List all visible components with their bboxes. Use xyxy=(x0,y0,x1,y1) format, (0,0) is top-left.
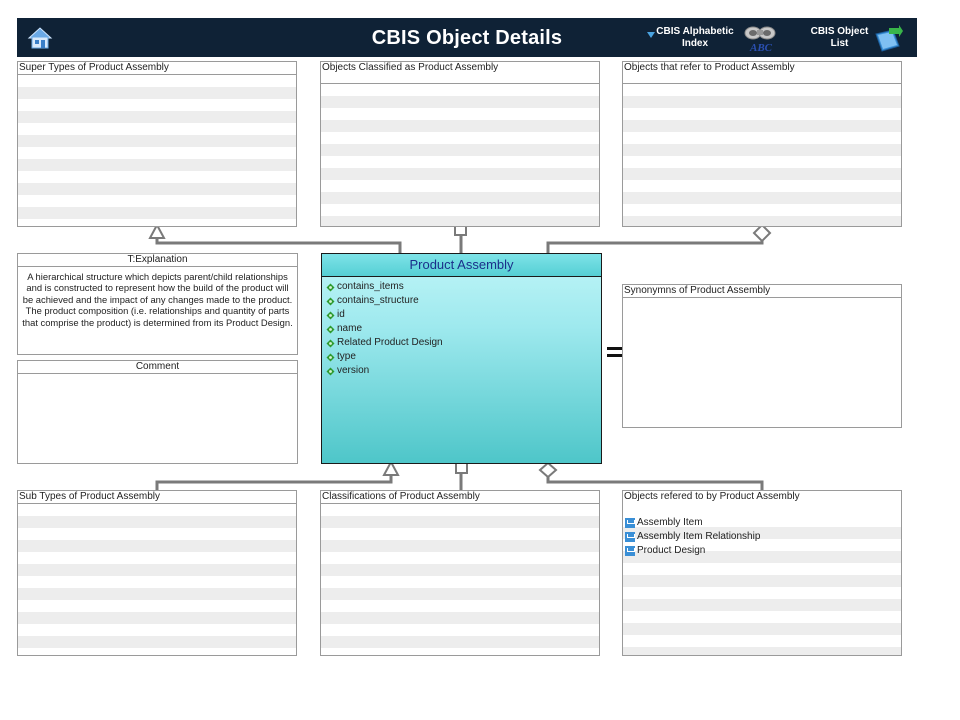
classifications-panel: Classifications of Product Assembly xyxy=(320,490,600,656)
referred-by-panel-title: Objects refered to by Product Assembly xyxy=(624,491,800,502)
supertype-triangle-icon xyxy=(148,222,166,239)
subtype-triangle-icon xyxy=(382,459,400,476)
classified-as-panel: Objects Classified as Product Assembly xyxy=(320,61,600,227)
refer-to-connector xyxy=(546,241,764,253)
referred-by-connector xyxy=(546,476,764,491)
refer-to-list xyxy=(623,83,901,226)
entity-attribute-label: version xyxy=(337,365,370,376)
attribute-key-icon xyxy=(326,297,335,305)
triangle-down-icon xyxy=(647,32,655,38)
comment-title: Comment xyxy=(18,361,297,374)
comment-text xyxy=(18,374,297,382)
object-icon xyxy=(625,546,635,556)
entity-attribute[interactable]: version xyxy=(322,364,601,378)
attribute-key-icon xyxy=(326,353,335,361)
alphabetic-index-label: CBIS Alphabetic Index xyxy=(656,26,734,49)
entity-attribute[interactable]: Related Product Design xyxy=(322,336,601,350)
sub-types-list xyxy=(18,504,296,655)
attribute-key-icon xyxy=(326,339,335,347)
object-list-label: CBIS Object List xyxy=(810,26,869,49)
list-item[interactable]: Assembly Item Relationship xyxy=(623,530,901,544)
explanation-box: T:Explanation A hierarchical structure w… xyxy=(17,253,298,355)
sub-types-panel-title: Sub Types of Product Assembly xyxy=(18,491,296,504)
entity-name: Product Assembly xyxy=(322,254,601,277)
entity-attribute[interactable]: name xyxy=(322,322,601,336)
alphabetic-index-link[interactable]: CBIS Alphabetic Index ABC xyxy=(647,24,797,54)
book-arrow-icon[interactable] xyxy=(873,24,905,54)
referred-by-panel: Objects refered to by Product Assembly A… xyxy=(622,490,902,656)
explanation-title: T:Explanation xyxy=(18,254,297,267)
classifications-panel-title: Classifications of Product Assembly xyxy=(321,491,599,504)
synonyms-panel-title: Synonymns of Product Assembly xyxy=(623,285,901,298)
object-icon xyxy=(625,518,635,528)
home-icon[interactable] xyxy=(27,25,53,51)
entity-attribute-label: type xyxy=(337,351,356,362)
list-item[interactable]: Assembly Item xyxy=(623,516,901,530)
classified-as-panel-title: Objects Classified as Product Assembly xyxy=(322,62,499,73)
equals-icon xyxy=(606,345,626,359)
entity-attribute[interactable]: contains_items xyxy=(322,280,601,294)
synonyms-panel: Synonymns of Product Assembly xyxy=(622,284,902,428)
supertype-connector xyxy=(155,236,402,253)
refer-to-panel-title: Objects that refer to Product Assembly xyxy=(624,62,795,73)
refer-to-diamond-icon xyxy=(752,223,772,243)
object-list-link[interactable]: CBIS Object List xyxy=(807,24,912,54)
super-types-panel: Super Types of Product Assembly xyxy=(17,61,297,227)
subtype-connector xyxy=(155,474,393,491)
attribute-key-icon xyxy=(326,325,335,333)
page-header: CBIS Object Details CBIS Alphabetic Inde… xyxy=(17,18,917,57)
object-icon xyxy=(625,532,635,542)
attribute-key-icon xyxy=(326,283,335,291)
entity-attribute-label: contains_items xyxy=(337,281,404,292)
list-item-label: Product Design xyxy=(637,545,706,556)
explanation-text: A hierarchical structure which depicts p… xyxy=(22,271,293,328)
attribute-key-icon xyxy=(326,311,335,319)
entity-attribute[interactable]: contains_structure xyxy=(322,294,601,308)
list-item-label: Assembly Item Relationship xyxy=(637,531,761,542)
list-item-label: Assembly Item xyxy=(637,517,703,528)
entity-attribute[interactable]: type xyxy=(322,350,601,364)
comment-box: Comment xyxy=(17,360,298,464)
refer-to-panel: Objects that refer to Product Assembly xyxy=(622,61,902,227)
sub-types-panel: Sub Types of Product Assembly xyxy=(17,490,297,656)
entity-attribute-label: name xyxy=(337,323,363,334)
super-types-panel-title: Super Types of Product Assembly xyxy=(18,62,296,75)
binoculars-abc-icon[interactable]: ABC xyxy=(739,24,783,54)
entity-attribute[interactable]: id xyxy=(322,308,601,322)
abc-icon-text: ABC xyxy=(749,42,773,54)
referred-by-diamond-icon xyxy=(538,461,558,479)
list-item[interactable]: Product Design xyxy=(623,544,901,558)
page-title: CBIS Object Details xyxy=(371,27,563,49)
entity-attribute-label: contains_structure xyxy=(337,295,419,306)
classified-as-list xyxy=(321,83,599,226)
attribute-key-icon xyxy=(326,367,335,375)
classifications-list xyxy=(321,504,599,655)
entity-attribute-label: Related Product Design xyxy=(337,337,443,348)
entity-attribute-label: id xyxy=(337,309,345,320)
super-types-list xyxy=(18,75,296,226)
